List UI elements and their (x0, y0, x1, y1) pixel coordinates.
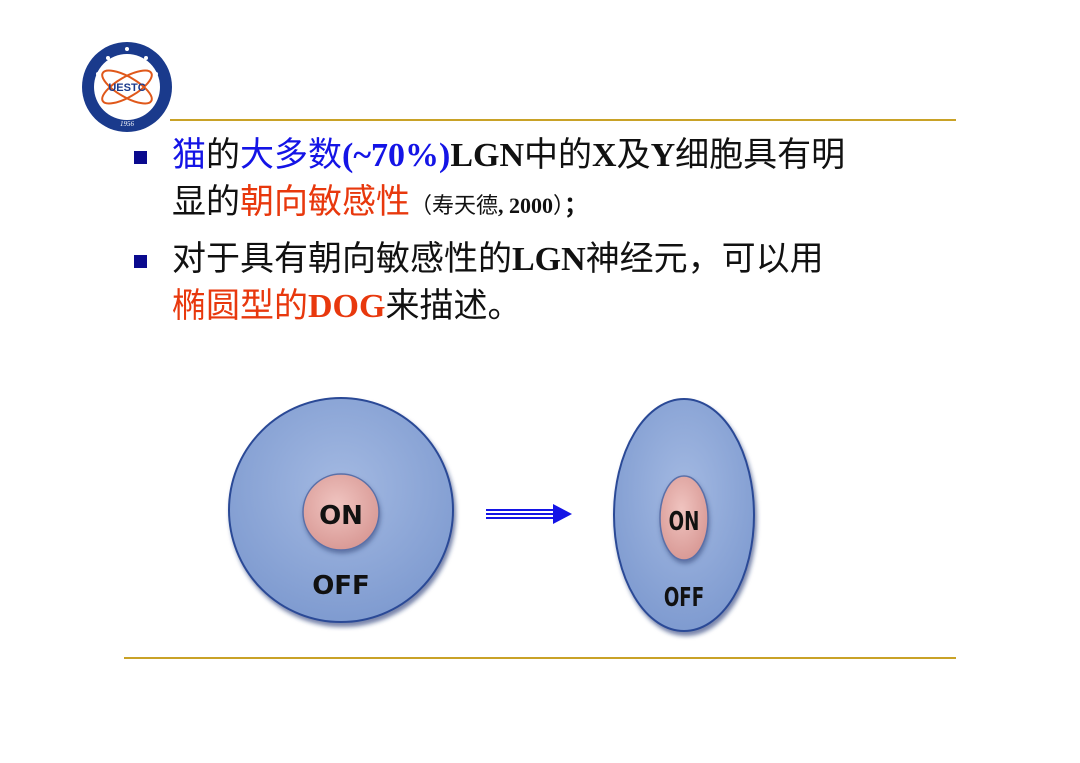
on-center-ellipse (659, 475, 709, 561)
text-segment: DOG (308, 288, 386, 325)
bullet-square-icon (134, 255, 147, 268)
bottom-divider (124, 657, 956, 659)
university-logo: UESTC 1956 (82, 42, 172, 132)
text-segment: , 2000 (498, 193, 554, 218)
text-segment: 椭圆型的 (172, 286, 308, 326)
bullet-line-2: 椭圆型的DOG来描述。 (172, 283, 934, 330)
text-segment: 大多数 (240, 135, 342, 175)
transform-arrow-icon (486, 504, 572, 524)
on-label: ON (669, 507, 700, 537)
text-segment: （寿天德 (410, 194, 499, 219)
text-segment: 猫 (172, 135, 206, 175)
text-segment: 显的 (172, 182, 240, 222)
orbit-icon (101, 69, 153, 105)
logo-year: 1956 (120, 120, 135, 128)
bullet-item-1: 猫的大多数(~70%)LGN中的X及Y细胞具有明 显的朝向敏感性（寿天德, 20… (134, 132, 934, 230)
off-label: OFF (664, 583, 704, 613)
bullet-line-1: 对于具有朝向敏感性的LGN神经元，可以用 (172, 236, 934, 283)
logo-text: UESTC (108, 82, 145, 94)
text-segment: ） (553, 194, 565, 219)
elliptical-dog-field: ON OFF (613, 398, 755, 632)
text-segment: X (592, 137, 617, 174)
on-label: ON (319, 501, 363, 531)
text-segment: 来描述。 (385, 286, 522, 326)
circular-dog-field: ON OFF (228, 397, 454, 623)
orbit-icon (101, 69, 153, 105)
top-divider (170, 119, 956, 121)
bullet-item-2: 对于具有朝向敏感性的LGN神经元，可以用 椭圆型的DOG来描述。 (134, 236, 934, 330)
text-segment: 及 (616, 135, 651, 175)
on-center-circle (302, 473, 380, 551)
text-segment: (~70%) (342, 137, 451, 174)
off-label: OFF (312, 571, 370, 601)
text-segment: 神经元，可以用 (585, 239, 824, 279)
text-segment: 朝向敏感性 (240, 182, 410, 222)
text-segment: 中的 (524, 135, 593, 175)
bullet-line-2: 显的朝向敏感性（寿天德, 2000）； (172, 179, 934, 230)
bullet-square-icon (134, 151, 147, 164)
text-segment: 的 (206, 135, 240, 175)
text-segment: Y (650, 137, 676, 174)
text-segment: ； (564, 190, 589, 219)
text-segment: LGN (450, 137, 525, 174)
bullet-line-1: 猫的大多数(~70%)LGN中的X及Y细胞具有明 (172, 132, 934, 179)
text-segment: 细胞具有明 (675, 135, 846, 175)
text-segment: 对于具有朝向敏感性的 (172, 239, 512, 279)
text-segment: LGN (512, 241, 586, 278)
